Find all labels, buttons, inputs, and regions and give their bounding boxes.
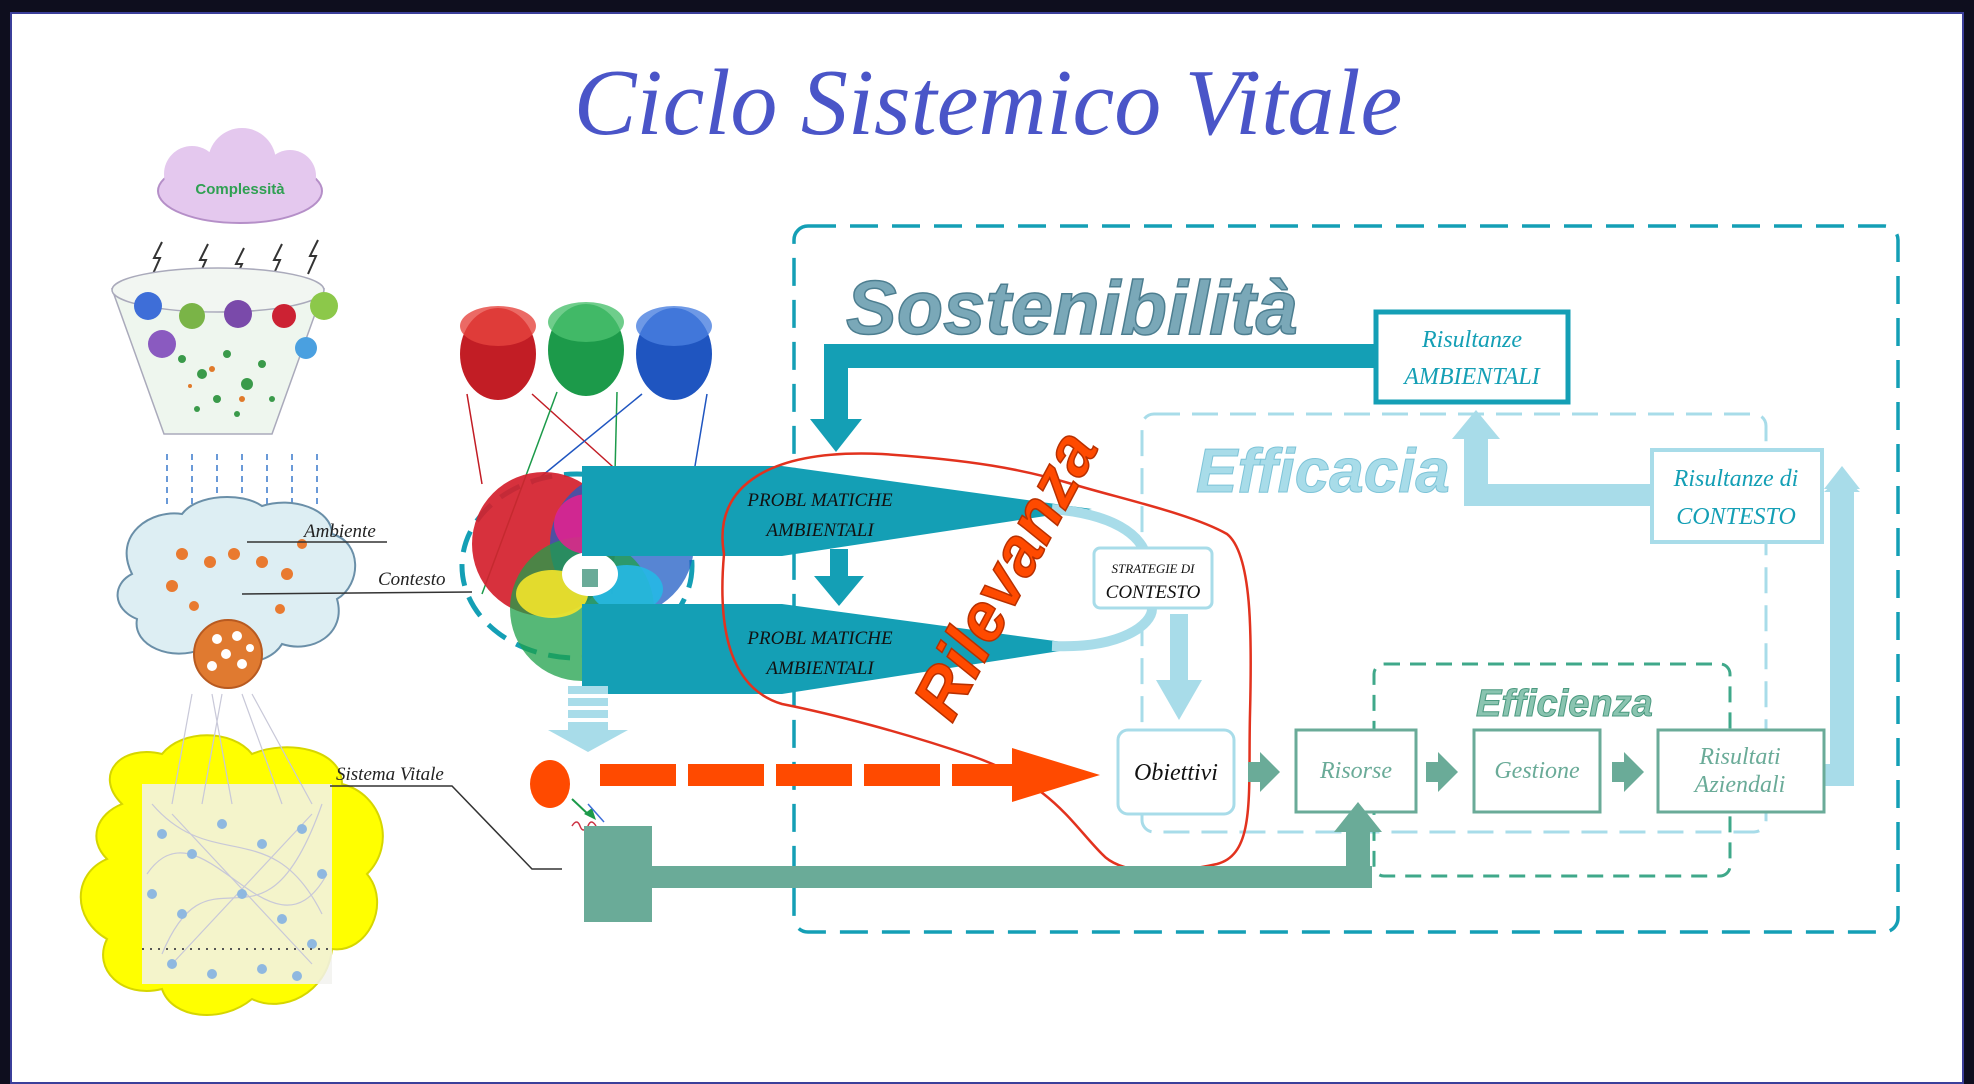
strategie-line1: STRATEGIE DI <box>1112 561 1196 576</box>
complessita-label: Complessità <box>195 181 285 198</box>
problematiche-top-arrow: PROBL MATICHE AMBIENTALI <box>582 466 1092 556</box>
ciclo-sistemico-diagram: Ciclo Sistemico Vitale Complessità <box>79 51 1900 1016</box>
risultanze-contesto-line2: CONTESTO <box>1676 504 1796 530</box>
ambiente-cloud <box>116 496 357 689</box>
sistema-vitale-cloud <box>79 693 384 1016</box>
risorse-box: Risorse <box>1294 728 1418 814</box>
complessita-cloud: Complessità <box>157 128 323 224</box>
problematiche-bottom-arrow: PROBL MATICHE AMBIENTALI <box>582 604 1092 694</box>
risultanze-contesto-box: Risultanze di CONTESTO <box>1650 448 1824 544</box>
efficacia-heading: Efficacia <box>1196 437 1450 506</box>
obiettivi-box: Obiettivi <box>1116 728 1236 816</box>
funnel-icon <box>110 267 338 504</box>
contesto-label: Contesto <box>378 569 446 590</box>
left-labels: Ambiente Contesto Sistema Vitale <box>241 521 562 870</box>
rilevanza-outline <box>721 452 1253 873</box>
ambiente-label: Ambiente <box>302 521 376 542</box>
problematiche-top-line2: AMBIENTALI <box>764 520 875 541</box>
process-arrows <box>1248 752 1644 792</box>
risorse-label: Risorse <box>1319 758 1392 784</box>
feedback-arrow-ambientali <box>810 344 1374 452</box>
slide-frame: Ciclo Sistemico Vitale Complessità <box>10 12 1964 1084</box>
green-return-arrow <box>584 802 1382 922</box>
problematiche-top-line1: PROBL MATICHE <box>746 490 893 511</box>
sostenibilita-heading: Sostenibilità <box>846 266 1298 351</box>
risultanze-ambientali-line2: AMBIENTALI <box>1402 364 1541 390</box>
sostenibilita-box <box>792 224 1900 934</box>
gestione-label: Gestione <box>1494 758 1580 784</box>
venn-down-arrow <box>548 686 628 752</box>
risultanze-contesto-line1: Risultanze di <box>1673 466 1799 492</box>
orange-dashed-arrow <box>600 748 1100 802</box>
risultati-line2: Aziendali <box>1693 772 1786 798</box>
sistema-vitale-label: Sistema Vitale <box>336 764 444 785</box>
arrow-contesto-to-ambientali <box>1452 410 1664 506</box>
risultanze-ambientali-line1: Risultanze <box>1421 327 1522 353</box>
risultati-line1: Risultati <box>1698 744 1780 770</box>
arrow-risultati-to-contesto <box>1816 466 1860 786</box>
risultanze-ambientali-box: Risultanze AMBIENTALI <box>1373 309 1571 405</box>
rilevanza-heading: Rilevanza <box>898 418 1112 731</box>
arrow-strategie-to-obiettivi <box>1156 614 1202 720</box>
problematiche-bottom-line2: AMBIENTALI <box>764 658 875 679</box>
strategie-contesto-box: STRATEGIE DI CONTESTO <box>1092 546 1214 610</box>
strategie-line2: CONTESTO <box>1106 582 1201 603</box>
problematiche-bottom-line1: PROBL MATICHE <box>746 628 893 649</box>
gestione-box: Gestione <box>1472 728 1602 814</box>
arrow-problematiche-down <box>814 549 864 606</box>
diagram-title: Ciclo Sistemico Vitale <box>574 51 1402 155</box>
efficienza-heading: Efficienza <box>1476 683 1653 725</box>
color-filters <box>460 302 712 595</box>
risultati-aziendali-box: Risultati Aziendali <box>1656 728 1826 814</box>
orange-dot <box>530 760 605 831</box>
left-panel: Complessità <box>79 128 562 1016</box>
obiettivi-label: Obiettivi <box>1134 760 1218 786</box>
